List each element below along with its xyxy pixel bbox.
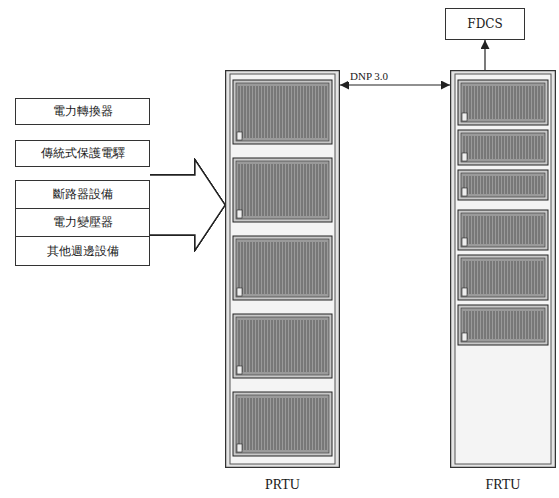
box-label: 電力轉換器 <box>53 103 113 120</box>
prtu-rack: PRTU <box>225 70 340 468</box>
rack-frame <box>226 71 340 468</box>
rack-drawing <box>450 70 556 468</box>
rack-unit <box>233 392 332 456</box>
box-label: 電力變壓器 <box>53 214 113 231</box>
rack-drawing <box>225 70 340 468</box>
block-arrow <box>150 160 225 250</box>
equipment-box: 傳統式保護電驛 <box>15 140 150 167</box>
rack-inner <box>230 74 335 464</box>
equipment-box: 斷路器設備 <box>15 180 150 209</box>
rack-frame <box>451 71 556 468</box>
rack-label: PRTU <box>225 477 340 493</box>
box-label: 傳統式保護電驛 <box>41 145 125 162</box>
rack-unit <box>233 80 332 144</box>
equipment-box: 電力轉換器 <box>15 98 150 125</box>
equipment-box: 電力變壓器 <box>15 208 150 237</box>
box-label: 斷路器設備 <box>53 186 113 203</box>
rack-unit <box>233 314 332 378</box>
rack-unit <box>233 158 332 222</box>
frtu-rack: FRTU <box>450 70 556 468</box>
block-arrow <box>150 160 225 250</box>
box-label: 其他週邊設備 <box>47 243 119 260</box>
equipment-box: 其他週邊設備 <box>15 236 150 266</box>
rack-unit <box>458 305 548 345</box>
rack-unit <box>458 255 548 300</box>
rack-unit <box>458 130 548 165</box>
rack-label: FRTU <box>450 477 556 493</box>
rack-unit <box>458 210 548 250</box>
block-arrow <box>150 160 225 250</box>
rack-unit <box>458 170 548 200</box>
rack-unit <box>458 80 548 125</box>
connector-arrow <box>340 84 450 85</box>
rack-unit <box>233 236 332 300</box>
rack-inner <box>455 74 551 464</box>
connector-arrow <box>484 40 485 70</box>
edge-label: DNP 3.0 <box>348 70 390 82</box>
block-arrow <box>150 160 225 250</box>
box-label: FDCS <box>467 17 502 31</box>
fdcs-box: FDCS <box>445 8 525 40</box>
block-arrow <box>150 160 225 250</box>
